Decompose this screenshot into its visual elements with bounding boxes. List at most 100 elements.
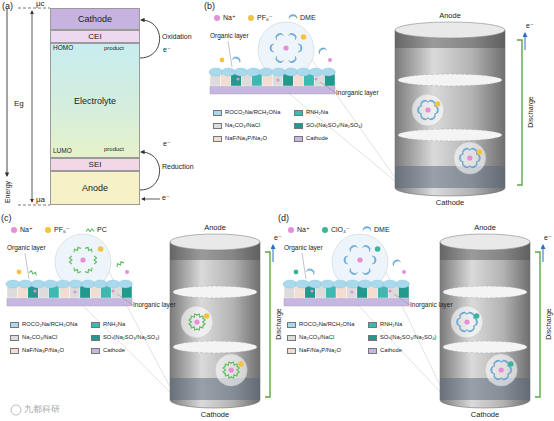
layer-label: Inorganic layer bbox=[133, 302, 176, 309]
anion bbox=[474, 313, 480, 319]
panel-art bbox=[209, 22, 525, 196]
watermark-logo bbox=[11, 405, 21, 415]
legend-label: DME bbox=[300, 14, 316, 21]
solvation-magnifier bbox=[332, 234, 388, 290]
sodium-ion bbox=[73, 290, 76, 293]
organic-blob bbox=[383, 280, 397, 288]
legend-item: ROCO₂Na/RCH₂ONa bbox=[287, 322, 354, 328]
pc-molecule bbox=[223, 366, 226, 374]
organic-blob bbox=[272, 68, 286, 76]
dme-molecule bbox=[363, 244, 372, 251]
dme-molecule bbox=[467, 326, 476, 333]
component-swatch bbox=[294, 123, 303, 129]
organic-blob bbox=[297, 68, 311, 76]
organic-blob bbox=[81, 280, 95, 288]
legend-label: Na₂CO₃/NaCl bbox=[299, 335, 334, 341]
separator-disk bbox=[398, 129, 502, 141]
electrode-label: Anode bbox=[204, 224, 226, 232]
ion-swatch bbox=[248, 15, 254, 21]
cell-magnifier bbox=[454, 142, 486, 174]
anion bbox=[204, 313, 210, 319]
legend-label: RNH₂Na bbox=[103, 322, 125, 328]
component-swatch bbox=[368, 335, 377, 341]
pc-molecule bbox=[85, 268, 93, 274]
potential-label: μc bbox=[36, 0, 45, 8]
orbital-label: HOMO bbox=[53, 45, 73, 52]
electron-label: e⁻ bbox=[163, 140, 171, 147]
pc-molecule bbox=[231, 361, 239, 367]
organic-blob bbox=[19, 280, 33, 288]
legend-item: Na⁺ bbox=[11, 226, 33, 233]
electron-label: e⁻ bbox=[526, 22, 534, 29]
sodium-ion bbox=[499, 367, 504, 372]
organic-blob bbox=[321, 280, 335, 288]
electrode-label: Anode bbox=[474, 224, 496, 232]
ion-swatch bbox=[214, 15, 220, 21]
axis-label: Energy bbox=[4, 181, 11, 203]
organic-blob bbox=[259, 68, 273, 76]
component-swatch bbox=[213, 123, 222, 129]
anion bbox=[301, 34, 307, 40]
legend-label: ROCO₂Na/RCH₂ONa bbox=[299, 322, 354, 328]
layer-label: Organic layer bbox=[7, 245, 46, 252]
layer-label: Organic layer bbox=[284, 245, 323, 252]
pc-molecule bbox=[73, 246, 81, 252]
legend-item: PF₆⁻ bbox=[45, 226, 69, 233]
legend-item: ROCO₂Na/RCH₂ONa bbox=[213, 110, 280, 116]
orbital-label: LUMO bbox=[53, 148, 72, 155]
sodium-ion bbox=[314, 77, 317, 80]
discharge-label: Discharge bbox=[527, 96, 534, 128]
pc-molecule bbox=[29, 270, 37, 275]
sodium-ion bbox=[425, 107, 430, 112]
organic-blob bbox=[222, 68, 236, 76]
legend-label: DME bbox=[374, 226, 390, 233]
component-swatch bbox=[294, 110, 303, 116]
legend-label: ROCO₂Na/RCH₂ONa bbox=[225, 110, 280, 116]
sodium-ion bbox=[464, 319, 469, 324]
ion-swatch bbox=[288, 227, 294, 233]
legend-item: SOₓ(Na₂SO₃/Na₂SO₄) bbox=[294, 123, 363, 129]
dme-molecule bbox=[492, 374, 501, 381]
anion bbox=[294, 270, 299, 275]
component-swatch bbox=[213, 110, 222, 116]
organic-blob bbox=[322, 68, 336, 76]
legend-item: NaF/Na₃P/Na₂O bbox=[10, 348, 64, 354]
legend-label: Na₂CO₃/NaCl bbox=[22, 335, 57, 341]
solvation-magnifier bbox=[55, 234, 111, 290]
cell-magnifier bbox=[181, 306, 213, 338]
component-swatch bbox=[287, 322, 296, 328]
legend-label: NaF/Na₃P/Na₂O bbox=[225, 136, 267, 142]
sodium-ion bbox=[467, 155, 472, 160]
component-swatch bbox=[213, 136, 222, 142]
pc-molecule bbox=[237, 366, 240, 374]
dme-molecule bbox=[270, 44, 274, 52]
legend-label: SOₓ(Na₂SO₃/Na₂SO₄) bbox=[306, 123, 363, 129]
label-leader bbox=[320, 82, 336, 93]
sodium-ion bbox=[80, 257, 85, 262]
dme-molecule bbox=[344, 256, 348, 264]
band-label: Anode bbox=[82, 183, 108, 193]
watermark: 九都科研 bbox=[24, 405, 60, 414]
cathode-layer bbox=[395, 166, 505, 188]
dme-molecule bbox=[474, 318, 478, 326]
label-leader bbox=[302, 253, 306, 279]
pc-molecule bbox=[203, 318, 206, 326]
pc-molecule bbox=[231, 373, 239, 379]
energy-band: SEI bbox=[50, 158, 140, 171]
legend-item: DME bbox=[362, 226, 390, 233]
panel-art bbox=[6, 234, 273, 408]
label-leader bbox=[25, 253, 29, 279]
cell-magnifier bbox=[451, 306, 483, 338]
legend-label: Na⁺ bbox=[223, 14, 236, 21]
organic-blob bbox=[333, 280, 347, 288]
energy-band: CEI bbox=[50, 30, 140, 43]
layer-label: Organic layer bbox=[210, 33, 249, 40]
sodium-ion bbox=[194, 319, 199, 324]
cell-body bbox=[170, 242, 260, 408]
dme-molecule bbox=[461, 162, 470, 169]
dme-molecule bbox=[392, 259, 401, 266]
electron-label: e⁻ bbox=[544, 234, 552, 241]
dme-molecule bbox=[419, 99, 428, 106]
electrode-label: Cathode bbox=[471, 411, 499, 419]
ion-swatch bbox=[45, 227, 51, 233]
